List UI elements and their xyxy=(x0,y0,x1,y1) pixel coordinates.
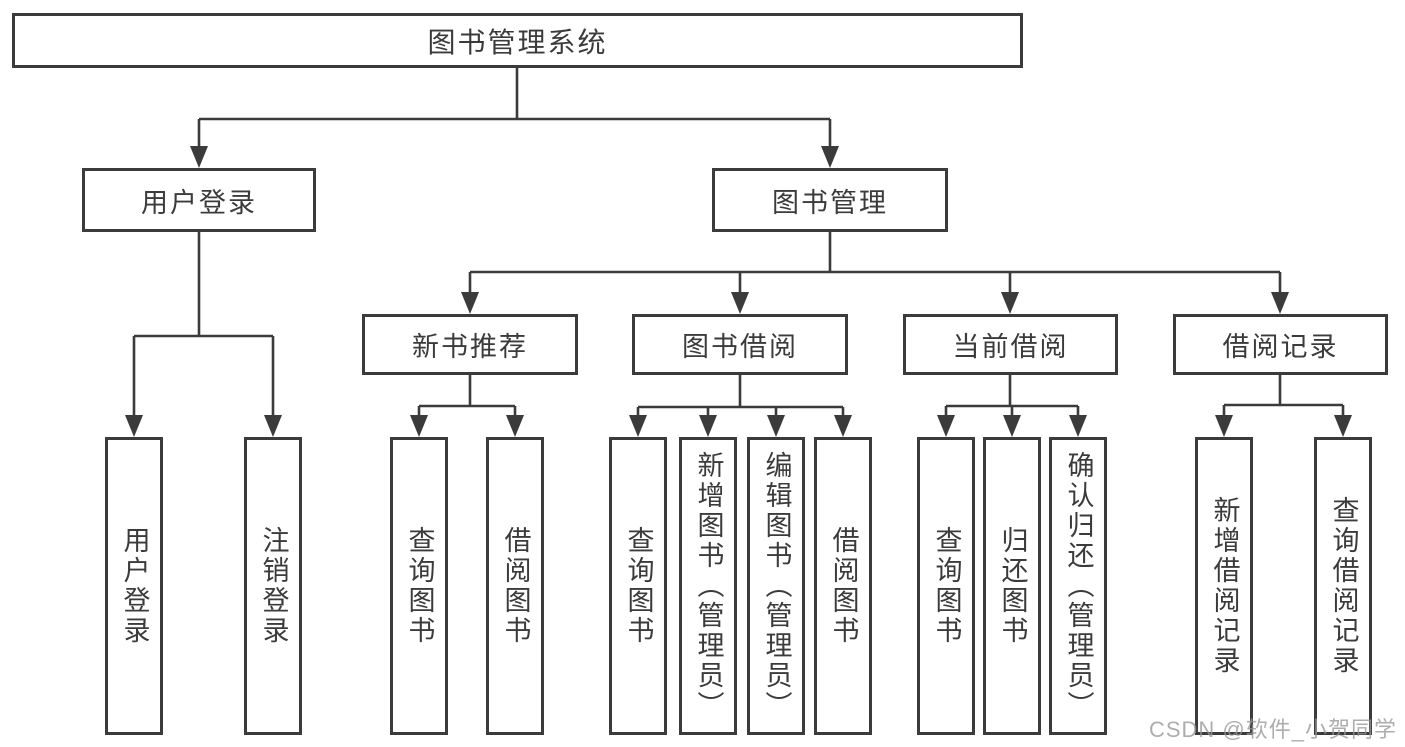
node-leaf-add-borrow-record-label: 新增借阅记录 xyxy=(1209,496,1240,676)
node-book-mgmt-label: 图书管理 xyxy=(772,187,888,218)
arrow-to-user-login xyxy=(190,146,208,168)
node-leaf-borrow-book-borrow: 借阅图书 xyxy=(814,437,872,735)
arrow-to-leaf-borrow-book-rec xyxy=(506,415,524,437)
node-borrow-records-label: 借阅记录 xyxy=(1222,332,1339,362)
node-leaf-query-book-current-label: 查询图书 xyxy=(931,526,962,646)
node-new-book-rec-label: 新书推荐 xyxy=(412,332,528,362)
node-leaf-return-book: 归还图书 xyxy=(983,437,1041,735)
node-current-borrow-label: 当前借阅 xyxy=(952,332,1069,362)
connector-book-borrow-bus xyxy=(636,375,845,417)
node-leaf-edit-book-admin: 编辑图书（管理员） xyxy=(747,437,805,735)
arrow-to-leaf-confirm-return-admin xyxy=(1069,415,1087,437)
node-book-mgmt: 图书管理 xyxy=(712,168,948,232)
node-leaf-confirm-return-admin: 确认归还（管理员） xyxy=(1049,437,1107,735)
node-leaf-edit-book-admin-label: 编辑图书（管理员） xyxy=(761,451,792,721)
node-leaf-add-book-admin-label: 新增图书（管理员） xyxy=(693,451,724,721)
node-root-label: 图书管理系统 xyxy=(427,26,608,58)
arrow-to-leaf-query-book-current xyxy=(937,415,955,437)
arrow-to-current-borrow xyxy=(1001,292,1019,314)
connector-user-login-bus xyxy=(132,232,275,417)
node-root: 图书管理系统 xyxy=(12,13,1023,68)
node-leaf-query-book-rec: 查询图书 xyxy=(390,437,448,735)
node-new-book-rec: 新书推荐 xyxy=(362,314,578,375)
arrow-to-leaf-return-book xyxy=(1003,415,1021,437)
node-borrow-records: 借阅记录 xyxy=(1173,314,1388,375)
arrow-to-leaf-query-book-rec xyxy=(410,415,428,437)
node-leaf-borrow-book-rec: 借阅图书 xyxy=(486,437,544,735)
node-leaf-query-borrow-record: 查询借阅记录 xyxy=(1314,437,1372,735)
connector-paths xyxy=(132,68,1345,417)
node-leaf-return-book-label: 归还图书 xyxy=(997,526,1028,646)
node-user-login-label: 用户登录 xyxy=(141,187,257,218)
arrow-to-leaf-query-book-borrow xyxy=(629,415,647,437)
node-book-borrow-label: 图书借阅 xyxy=(682,332,798,362)
arrow-to-leaf-logout xyxy=(264,415,282,437)
node-current-borrow: 当前借阅 xyxy=(903,314,1118,375)
arrowheads xyxy=(125,146,1352,437)
node-leaf-user-login-label: 用户登录 xyxy=(119,526,150,646)
connector-root-bus xyxy=(197,68,832,148)
node-leaf-logout: 注销登录 xyxy=(244,437,302,735)
node-leaf-query-borrow-record-label: 查询借阅记录 xyxy=(1328,496,1359,676)
node-leaf-query-book-current: 查询图书 xyxy=(917,437,975,735)
connector-book-mgmt-bus xyxy=(468,232,1282,294)
node-leaf-borrow-book-rec-label: 借阅图书 xyxy=(500,526,531,646)
node-leaf-query-book-rec-label: 查询图书 xyxy=(404,526,435,646)
arrow-to-leaf-user-login xyxy=(125,415,143,437)
node-book-borrow: 图书借阅 xyxy=(632,314,848,375)
connector-borrow-records-bus xyxy=(1222,375,1345,417)
node-user-login: 用户登录 xyxy=(82,168,316,232)
node-leaf-add-book-admin: 新增图书（管理员） xyxy=(679,437,737,735)
arrow-to-book-borrow xyxy=(731,292,749,314)
connector-current-borrow-bus xyxy=(944,375,1080,417)
node-leaf-logout-label: 注销登录 xyxy=(258,526,289,646)
connector-new-book-rec-bus xyxy=(417,375,517,417)
arrow-to-leaf-edit-book-admin xyxy=(767,415,785,437)
node-leaf-query-book-borrow-label: 查询图书 xyxy=(623,526,654,646)
node-leaf-confirm-return-admin-label: 确认归还（管理员） xyxy=(1063,451,1094,721)
arrow-to-book-mgmt xyxy=(821,146,839,168)
arrow-to-leaf-add-book-admin xyxy=(699,415,717,437)
arrow-to-leaf-add-borrow-record xyxy=(1215,415,1233,437)
node-leaf-add-borrow-record: 新增借阅记录 xyxy=(1195,437,1253,735)
arrow-to-leaf-query-borrow-record xyxy=(1334,415,1352,437)
arrow-to-leaf-borrow-book-borrow xyxy=(834,415,852,437)
node-leaf-user-login: 用户登录 xyxy=(105,437,163,735)
arrow-to-borrow-records xyxy=(1271,292,1289,314)
node-leaf-query-book-borrow: 查询图书 xyxy=(609,437,667,735)
arrow-to-new-book-rec xyxy=(461,292,479,314)
node-leaf-borrow-book-borrow-label: 借阅图书 xyxy=(828,526,859,646)
